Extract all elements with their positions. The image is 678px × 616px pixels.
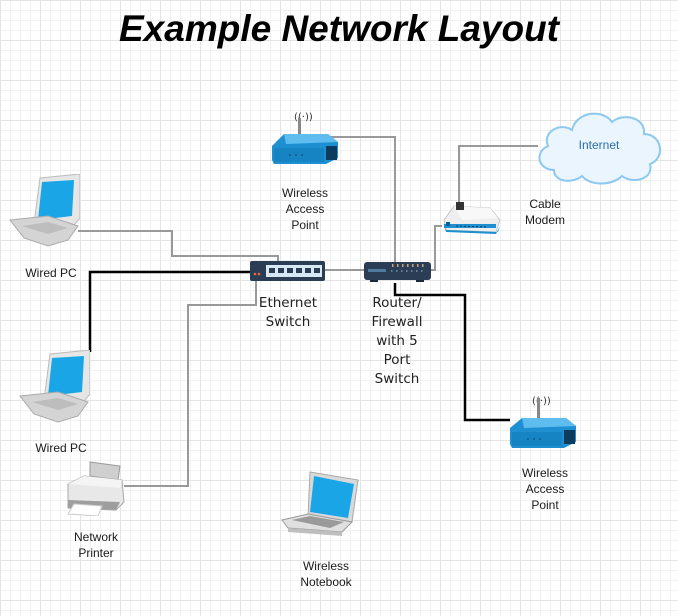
desktop-pc-icon: [19, 349, 91, 423]
router-node[interactable]: [364, 260, 432, 284]
router-label: Router/ Firewall with 5 Port Switch: [371, 295, 423, 387]
svg-text:((·)): ((·)): [294, 112, 313, 123]
wireless-notebook-label: Wireless Notebook: [300, 559, 352, 589]
internet-label: Internet: [579, 138, 620, 152]
laptop-icon: [281, 471, 359, 536]
wap-bottom-node[interactable]: ((·)): [506, 392, 586, 452]
diagram-title: Example Network Layout: [118, 8, 559, 49]
link-wap-top-to-router[interactable]: [330, 136, 396, 262]
cloud-icon: Internet: [538, 112, 661, 185]
link-printer-to-switch[interactable]: [124, 280, 257, 487]
router-icon: [364, 262, 431, 282]
network-printer-label: Network Printer: [73, 530, 118, 560]
desktop-pc-icon: [9, 173, 81, 247]
internet-node[interactable]: Internet: [532, 104, 666, 186]
ethernet-switch-icon: [250, 261, 325, 281]
wired-pc-1-node[interactable]: [8, 173, 81, 250]
cable-modem-node[interactable]: [440, 198, 502, 238]
wap-top-node[interactable]: ((·)): [266, 108, 346, 168]
network-printer-node[interactable]: [64, 460, 128, 517]
cable-modem-label: Cable Modem: [524, 197, 565, 227]
wired-pc-2-node[interactable]: [18, 349, 91, 426]
wireless-notebook-node[interactable]: [280, 470, 360, 540]
wap-bottom-label: Wireless Access Point: [521, 466, 568, 512]
link-wired-pc-1-to-switch[interactable]: [78, 230, 279, 262]
cable-modem-icon: [443, 202, 501, 234]
wireless-access-point-icon: ((·)): [272, 112, 338, 164]
link-router-to-modem[interactable]: [430, 225, 442, 271]
svg-text:((·)): ((·)): [532, 396, 551, 407]
printer-icon: [67, 461, 125, 517]
ethernet-switch-label: Ethernet Switch: [258, 295, 318, 330]
link-wired-pc-2-to-switch[interactable]: [88, 270, 252, 352]
wap-top-label: Wireless Access Point: [281, 186, 328, 232]
ethernet-switch-node[interactable]: [250, 260, 326, 282]
wired-pc-2-label: Wired PC: [35, 441, 87, 455]
link-router-to-wap-bottom[interactable]: [393, 283, 510, 422]
wired-pc-1-label: Wired PC: [25, 266, 77, 280]
wireless-access-point-icon: ((·)): [510, 396, 576, 448]
link-modem-to-internet[interactable]: [458, 145, 538, 204]
